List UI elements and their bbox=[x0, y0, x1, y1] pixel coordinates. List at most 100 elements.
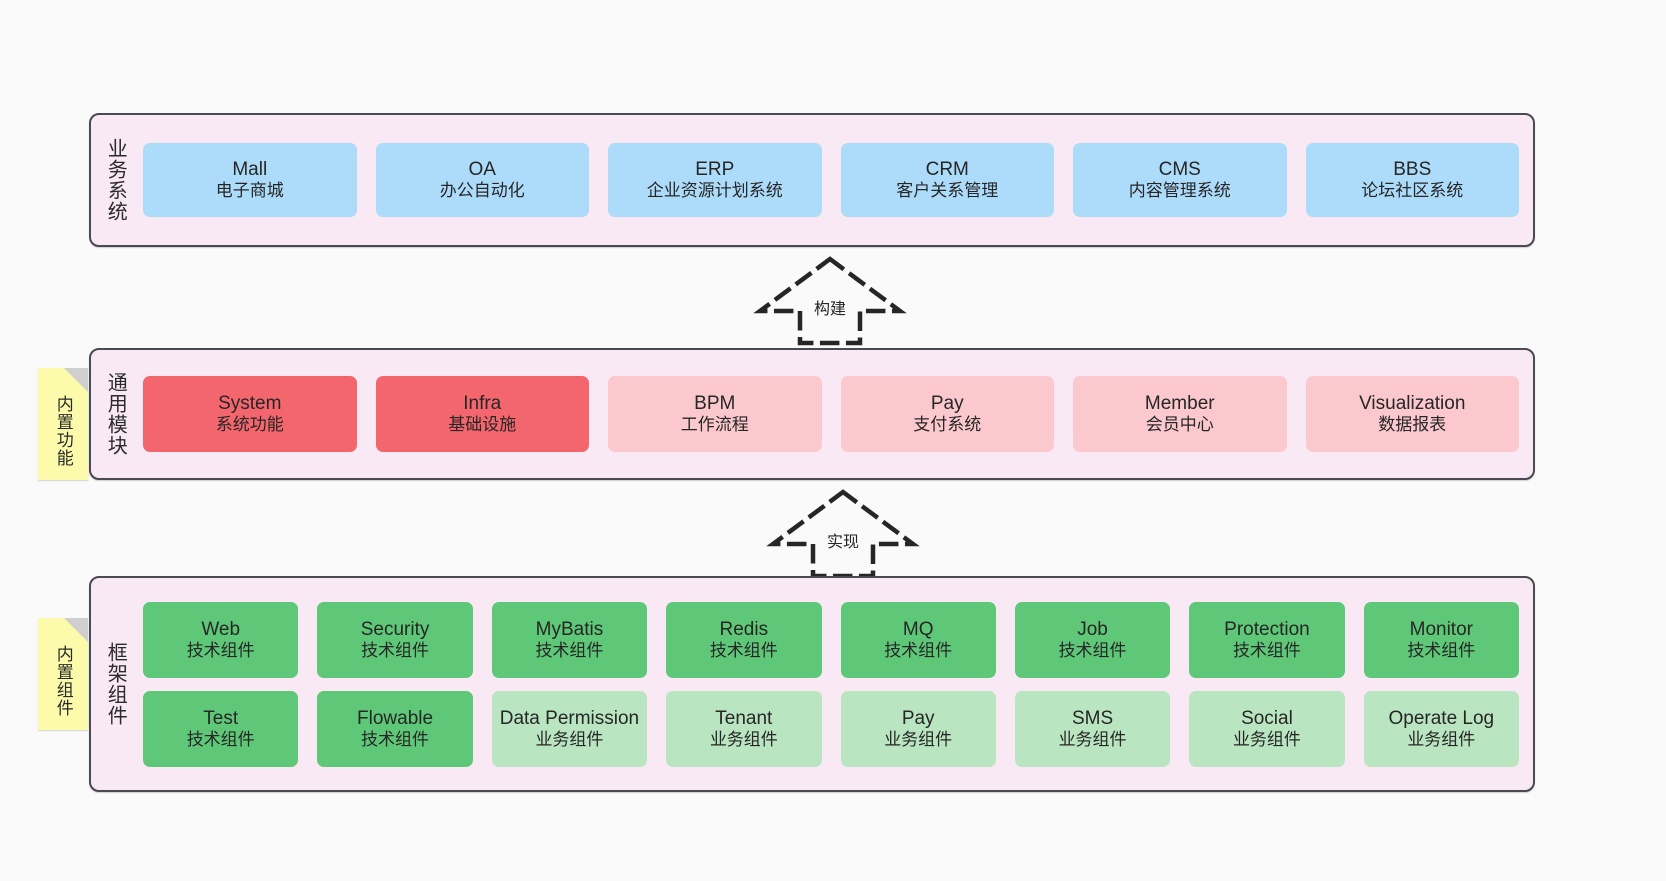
common-node-row: System 系统功能 Infra 基础设施 BPM 工作流程 Pay 支付系统… bbox=[143, 376, 1519, 452]
section-label-common: 通用模块 bbox=[104, 372, 127, 456]
node-mq[interactable]: MQ 技术组件 bbox=[840, 601, 996, 678]
node-subtitle: 技术组件 bbox=[1407, 640, 1476, 660]
node-subtitle: 技术组件 bbox=[535, 640, 604, 660]
node-system[interactable]: System 系统功能 bbox=[143, 376, 357, 452]
node-crm[interactable]: CRM 客户关系管理 bbox=[840, 143, 1054, 217]
section-label-business: 业务系统 bbox=[104, 138, 127, 222]
node-title: ERP bbox=[695, 159, 735, 181]
node-subtitle: 企业资源计划系统 bbox=[646, 181, 783, 201]
node-visualization[interactable]: Visualization 数据报表 bbox=[1305, 376, 1519, 452]
note-fold-corner-icon bbox=[64, 368, 88, 392]
node-subtitle: 论坛社区系统 bbox=[1361, 181, 1464, 201]
node-subtitle: 技术组件 bbox=[1232, 640, 1301, 660]
node-subtitle: 支付系统 bbox=[913, 415, 982, 435]
section-common-modules: 通用模块 System 系统功能 Infra 基础设施 BPM 工作流程 Pay… bbox=[89, 348, 1535, 480]
framework-node-row-1: Web 技术组件 Security 技术组件 MyBatis 技术组件 Redi… bbox=[143, 601, 1519, 678]
node-member[interactable]: Member 会员中心 bbox=[1073, 376, 1287, 452]
section-label-framework: 框架组件 bbox=[104, 642, 127, 726]
note-builtin-features: 内置功能 bbox=[38, 368, 88, 480]
node-title: BBS bbox=[1393, 159, 1432, 181]
note-label: 内置功能 bbox=[53, 395, 73, 467]
node-monitor[interactable]: Monitor 技术组件 bbox=[1363, 601, 1519, 678]
node-subtitle: 系统功能 bbox=[215, 415, 284, 435]
node-subtitle: 会员中心 bbox=[1145, 415, 1214, 435]
arrow-implement-label: 实现 bbox=[824, 528, 862, 552]
node-test[interactable]: Test 技术组件 bbox=[143, 690, 299, 767]
node-title: Security bbox=[360, 618, 430, 640]
node-title: MQ bbox=[902, 618, 934, 640]
section-business-systems: 业务系统 Mall 电子商城 OA 办公自动化 ERP 企业资源计划系统 CRM… bbox=[89, 113, 1535, 247]
node-title: BPM bbox=[694, 393, 736, 415]
node-mybatis[interactable]: MyBatis 技术组件 bbox=[491, 601, 648, 678]
node-subtitle: 基础设施 bbox=[448, 415, 517, 435]
node-title: Operate Log bbox=[1388, 707, 1495, 729]
node-operate-log[interactable]: Operate Log 业务组件 bbox=[1363, 690, 1519, 767]
node-title: Test bbox=[203, 707, 239, 729]
node-data-permission[interactable]: Data Permission 业务组件 bbox=[491, 690, 648, 767]
node-title: Mall bbox=[232, 159, 268, 181]
node-subtitle: 技术组件 bbox=[884, 640, 953, 660]
node-title: MyBatis bbox=[535, 618, 604, 640]
note-label: 内置组件 bbox=[53, 645, 73, 717]
node-job[interactable]: Job 技术组件 bbox=[1014, 601, 1171, 678]
section-body-framework: Web 技术组件 Security 技术组件 MyBatis 技术组件 Redi… bbox=[139, 578, 1533, 790]
node-redis[interactable]: Redis 技术组件 bbox=[666, 601, 822, 678]
node-subtitle: 业务组件 bbox=[535, 729, 604, 749]
node-subtitle: 业务组件 bbox=[1058, 729, 1127, 749]
node-subtitle: 工作流程 bbox=[680, 415, 749, 435]
node-title: Flowable bbox=[357, 707, 434, 729]
node-title: Tenant bbox=[715, 707, 773, 729]
note-builtin-components: 内置组件 bbox=[38, 618, 88, 730]
node-title: System bbox=[218, 393, 282, 415]
node-social[interactable]: Social 业务组件 bbox=[1189, 690, 1345, 767]
node-title: Pay bbox=[901, 707, 935, 729]
node-oa[interactable]: OA 办公自动化 bbox=[375, 143, 589, 217]
node-subtitle: 技术组件 bbox=[186, 729, 255, 749]
node-subtitle: 技术组件 bbox=[361, 640, 430, 660]
node-title: OA bbox=[468, 159, 496, 181]
node-title: Social bbox=[1241, 707, 1293, 729]
node-bbs[interactable]: BBS 论坛社区系统 bbox=[1305, 143, 1519, 217]
node-subtitle: 技术组件 bbox=[361, 729, 430, 749]
note-fold-corner-icon bbox=[64, 618, 88, 642]
node-subtitle: 电子商城 bbox=[215, 181, 284, 201]
node-title: Infra bbox=[463, 393, 502, 415]
node-title: Visualization bbox=[1359, 393, 1466, 415]
section-framework-components: 框架组件 Web 技术组件 Security 技术组件 MyBatis 技术组件… bbox=[89, 576, 1535, 792]
node-title: Job bbox=[1077, 618, 1108, 640]
node-subtitle: 技术组件 bbox=[1058, 640, 1127, 660]
node-flowable[interactable]: Flowable 技术组件 bbox=[317, 690, 473, 767]
node-title: Protection bbox=[1224, 618, 1310, 640]
node-subtitle: 客户关系管理 bbox=[896, 181, 999, 201]
node-title: Web bbox=[201, 618, 241, 640]
node-mall[interactable]: Mall 电子商城 bbox=[143, 143, 357, 217]
node-cms[interactable]: CMS 内容管理系统 bbox=[1073, 143, 1287, 217]
arrow-build-glyph bbox=[753, 256, 907, 346]
node-subtitle: 技术组件 bbox=[186, 640, 255, 660]
node-erp[interactable]: ERP 企业资源计划系统 bbox=[608, 143, 822, 217]
node-pay[interactable]: Pay 支付系统 bbox=[840, 376, 1054, 452]
section-body-business: Mall 电子商城 OA 办公自动化 ERP 企业资源计划系统 CRM 客户关系… bbox=[139, 115, 1533, 245]
node-title: SMS bbox=[1071, 707, 1114, 729]
node-tenant[interactable]: Tenant 业务组件 bbox=[666, 690, 822, 767]
node-protection[interactable]: Protection 技术组件 bbox=[1189, 601, 1345, 678]
node-sms[interactable]: SMS 业务组件 bbox=[1014, 690, 1171, 767]
node-title: Member bbox=[1144, 393, 1215, 415]
node-pay-component[interactable]: Pay 业务组件 bbox=[840, 690, 996, 767]
node-title: Data Permission bbox=[499, 707, 640, 729]
node-security[interactable]: Security 技术组件 bbox=[317, 601, 473, 678]
node-subtitle: 业务组件 bbox=[1232, 729, 1301, 749]
business-node-row: Mall 电子商城 OA 办公自动化 ERP 企业资源计划系统 CRM 客户关系… bbox=[143, 143, 1519, 217]
node-title: CMS bbox=[1158, 159, 1201, 181]
node-title: Monitor bbox=[1409, 618, 1473, 640]
node-bpm[interactable]: BPM 工作流程 bbox=[608, 376, 822, 452]
framework-node-row-2: Test 技术组件 Flowable 技术组件 Data Permission … bbox=[143, 690, 1519, 767]
node-infra[interactable]: Infra 基础设施 bbox=[375, 376, 589, 452]
node-subtitle: 业务组件 bbox=[709, 729, 778, 749]
node-title: CRM bbox=[925, 159, 969, 181]
arrow-build: 构建 bbox=[753, 255, 907, 346]
node-web[interactable]: Web 技术组件 bbox=[143, 601, 299, 678]
node-subtitle: 办公自动化 bbox=[439, 181, 525, 201]
node-title: Redis bbox=[719, 618, 769, 640]
arrow-build-label: 构建 bbox=[811, 295, 849, 319]
